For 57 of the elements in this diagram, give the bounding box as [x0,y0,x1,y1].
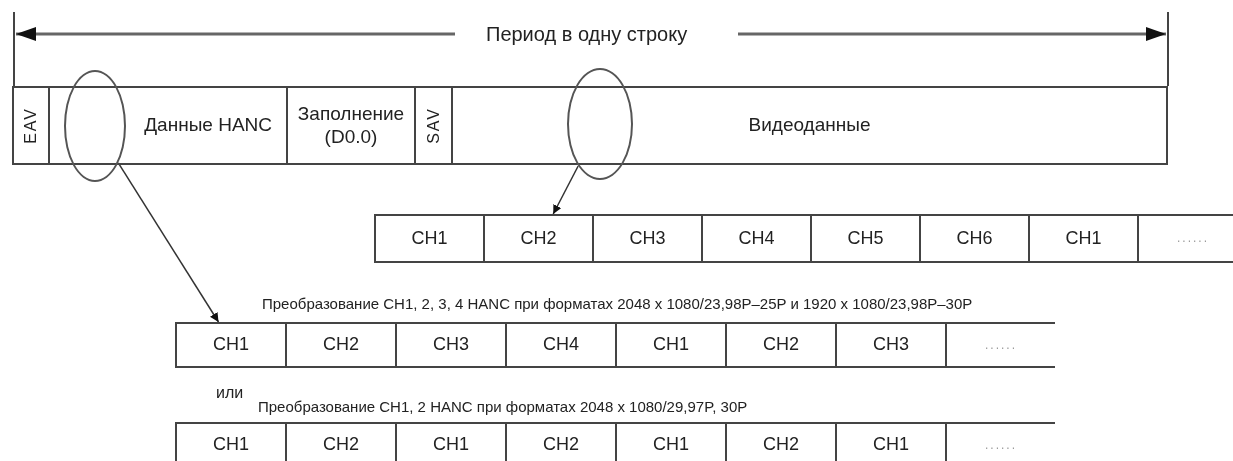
data-cell [175,422,287,461]
cell-label: CH6 [956,227,993,250]
data-cell [945,322,1055,368]
cell-label: CH4 [543,334,579,356]
cell-label: Данные HANC [144,114,272,137]
cell-label: CH1 [653,334,689,356]
cell-label: CH1 [213,434,249,456]
arrow [117,162,220,323]
cell-label: Видеоданные [748,114,871,137]
cell-label: CH3 [629,227,666,250]
cell-label: CH1 [1065,227,1102,250]
cell-label: CH2 [763,434,799,456]
cell-label: CH3 [873,334,909,356]
data-cell [374,214,485,263]
caption-text: Преобразование CH1, 2, 3, 4 HANC при форматах 2048 x 1080/23,98P–25P и 1920 x 1080/23,98P–30P [262,296,973,313]
data-cell [395,322,507,368]
ellipsis-text: ...... [985,437,1017,453]
ellipse-marker [567,68,633,180]
data-cell [285,322,397,368]
ellipsis-text: ...... [1177,231,1209,246]
cell-label: SAV [423,107,443,144]
data-cell [175,322,287,368]
data-cell [615,322,727,368]
cell-label: CH2 [543,434,579,456]
data-cell [592,214,703,263]
cell-label: Заполнение (D0.0) [296,102,406,149]
data-cell [919,214,1030,263]
data-cell [701,214,812,263]
cell-label: CH4 [738,227,775,250]
data-cell [505,322,617,368]
cell-label: CH1 [411,227,448,250]
data-cell [451,86,1168,165]
cell-label: EAV [21,107,41,144]
data-cell [725,322,837,368]
ellipsis-text: ...... [985,337,1017,353]
cell-label: CH1 [213,334,249,356]
data-cell [1028,214,1139,263]
caption-text: Преобразование CH1, 2 HANC при форматах 2048 x 1080/29,97P, 30P [258,399,748,416]
data-cell [414,86,453,165]
data-cell [1137,214,1233,263]
cell-label: CH3 [433,334,469,356]
data-cell [835,322,947,368]
data-cell [286,86,416,165]
cell-label: CH2 [323,334,359,356]
cell-label: CH1 [653,434,689,456]
data-cell [48,86,288,165]
data-cell [12,86,50,165]
cell-label: CH1 [873,434,909,456]
data-cell [810,214,921,263]
cell-label: CH2 [763,334,799,356]
data-cell [483,214,594,263]
cell-label: CH5 [847,227,884,250]
cell-label: CH2 [520,227,557,250]
cell-label: CH1 [433,434,469,456]
arrow [552,165,579,215]
cell-label: CH2 [323,434,359,456]
ellipse-marker [64,70,126,182]
